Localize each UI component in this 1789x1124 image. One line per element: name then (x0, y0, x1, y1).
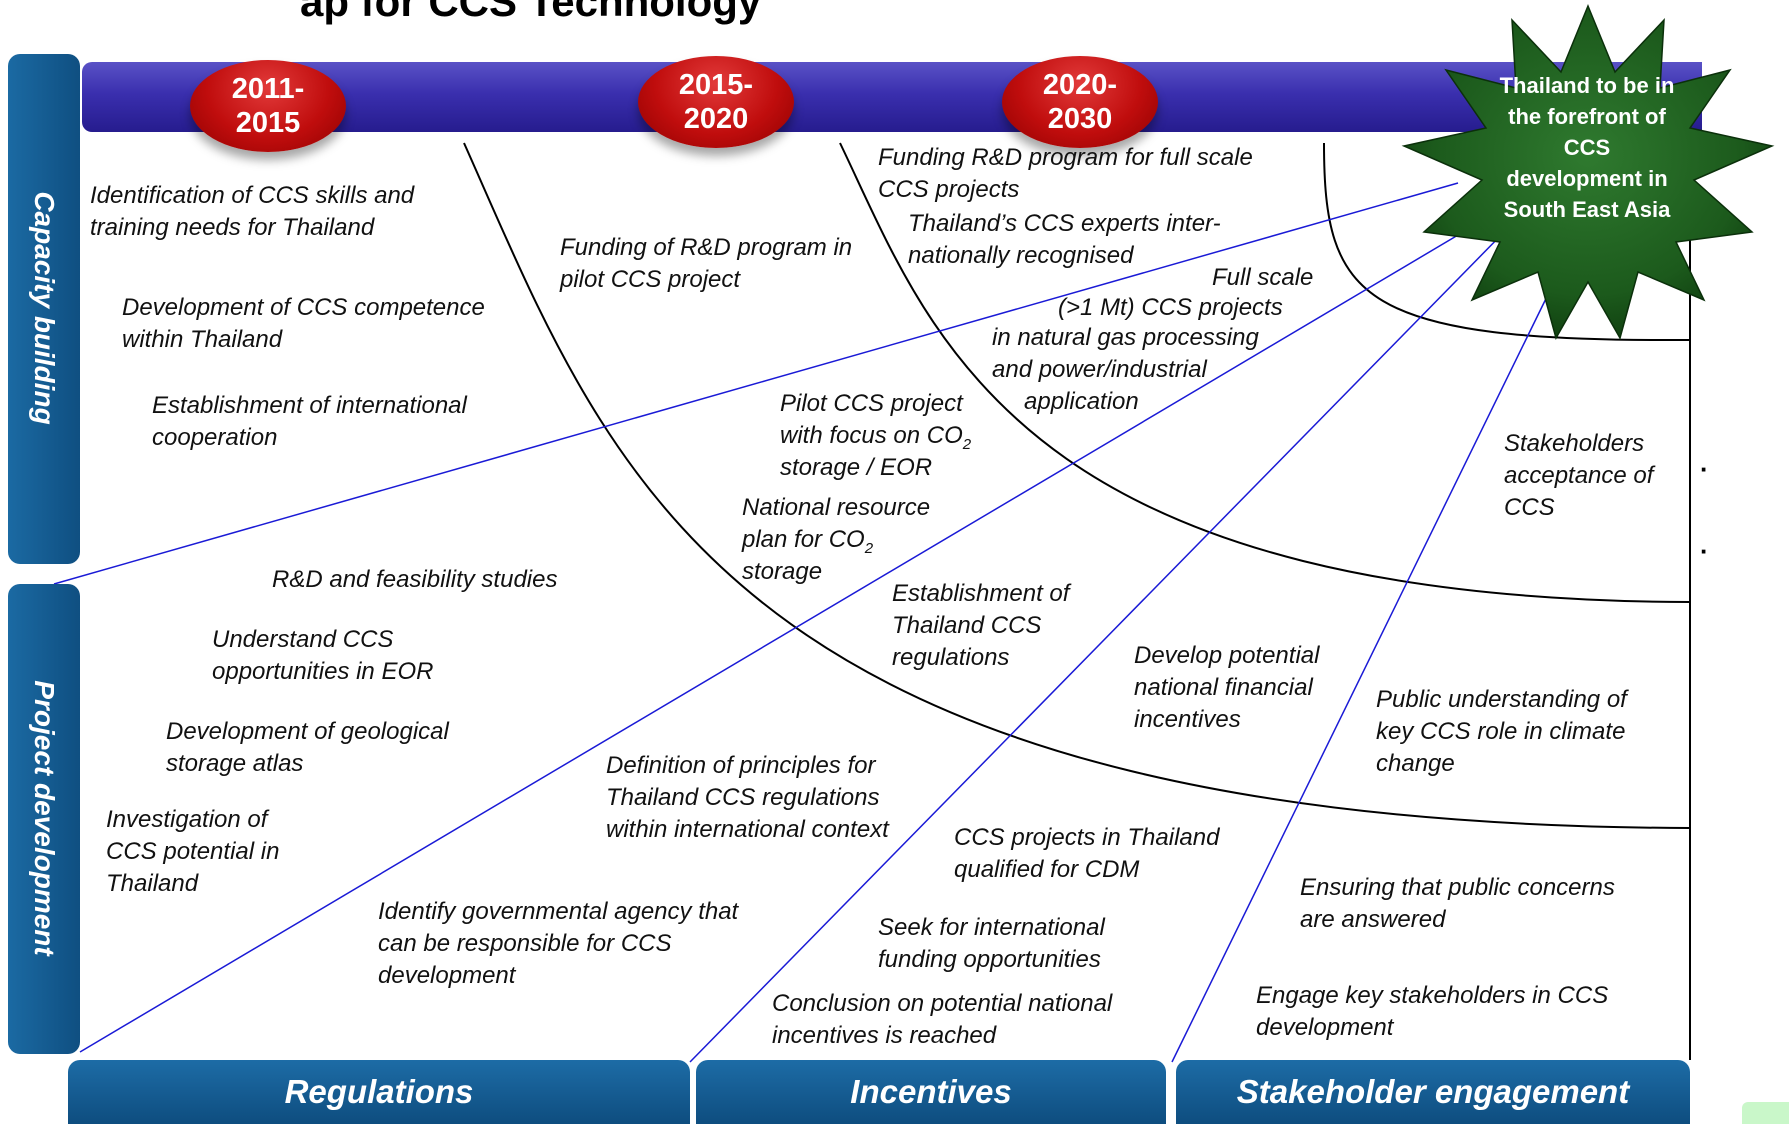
divider-incentives (689, 227, 1509, 1063)
text-engage: Engage key stakeholders in CCS developme… (1256, 982, 1609, 1041)
side-tab-project-development: Project development (8, 584, 80, 1054)
dot-marker-1: · (1700, 454, 1709, 484)
text-full-scale-2: (>1 Mt) CCS projects (1058, 294, 1283, 321)
text-concerns: Ensuring that public concerns are answer… (1300, 874, 1615, 933)
text-rnd: R&D and feasibility studies (272, 566, 558, 593)
text-experts: Thailand’s CCS experts inter- nationally… (908, 210, 1221, 269)
text-funding: Seek for international funding opportuni… (878, 914, 1105, 973)
text-competence: Development of CCS competence within Tha… (122, 294, 485, 353)
text-pilot-2-main: with focus on CO (780, 422, 963, 449)
text-full-scale-3: in natural gas processing (992, 324, 1259, 351)
text-understanding: Public understanding of key CCS role in … (1376, 686, 1627, 777)
side-label-capacity-building: Capacity building (29, 191, 60, 425)
text-resource-2-sub: 2 (864, 539, 874, 557)
text-definition: Definition of principles for Thailand CC… (606, 752, 889, 843)
corner-tab[interactable] (1742, 1102, 1789, 1124)
text-resource-2-main: plan for CO (742, 526, 865, 553)
goal-text: Thailand to be in the forefront of CCS d… (1499, 73, 1675, 222)
text-pilot-2: with focus on CO2 (780, 420, 971, 461)
text-investigation: Investigation of CCS potential in Thaila… (106, 806, 280, 897)
text-full-scale-4: and power/industrial (992, 356, 1207, 383)
text-resource-1: National resource (742, 494, 931, 521)
text-establishment: Establishment of Thailand CCS regulation… (892, 580, 1070, 671)
text-resource-3: storage (742, 558, 823, 585)
side-tab-capacity-building: Capacity building (8, 54, 80, 564)
text-agency: Identify governmental agency that can be… (378, 898, 739, 989)
text-funding-pilot: Funding of R&D program in pilot CCS proj… (560, 234, 853, 293)
dot-marker-2: · (1700, 536, 1709, 566)
bottom-tab-incentives: Incentives (696, 1060, 1166, 1124)
text-pilot-3: storage / EOR (780, 454, 933, 481)
period-2015-2020: 2015- 2020 (638, 56, 794, 148)
text-resource-2: plan for CO2 (742, 524, 873, 565)
text-full-scale-5: application (1024, 388, 1139, 415)
header-title: ap for CCS Technology (300, 0, 762, 25)
divider-regulations (79, 221, 1481, 1053)
divider-stakeholder (1171, 269, 1561, 1063)
text-develop: Develop potential national financial inc… (1134, 642, 1320, 733)
curve-2020 (839, 142, 1691, 603)
text-cdm: CCS projects in Thailand qualified for C… (954, 824, 1220, 883)
text-atlas: Development of geological storage atlas (166, 718, 449, 777)
text-acceptance: Stakeholders acceptance of CCS (1504, 430, 1654, 521)
text-identification: Identification of CCS skills and trainin… (90, 182, 415, 241)
timeline-bar (82, 62, 1702, 132)
period-2011-2015: 2011- 2015 (190, 60, 346, 152)
period-2020-2030: 2020- 2030 (1002, 56, 1158, 148)
text-full-scale-1: Full scale (1212, 264, 1314, 291)
text-cooperation: Establishment of international cooperati… (152, 392, 467, 451)
bottom-tab-stakeholder-engagement: Stakeholder engagement (1176, 1060, 1690, 1124)
bottom-tab-regulations: Regulations (68, 1060, 690, 1124)
text-funding-full: Funding R&D program for full scale CCS p… (878, 144, 1253, 203)
text-conclusion: Conclusion on potential national incenti… (772, 990, 1113, 1049)
goal-star-icon (1401, 4, 1775, 340)
curve-2015 (463, 142, 1691, 829)
text-eor: Understand CCS opportunities in EOR (212, 626, 434, 685)
curve-2030 (1323, 142, 1691, 342)
side-label-project-development: Project development (29, 680, 60, 956)
text-pilot-1: Pilot CCS project (780, 390, 963, 417)
divider-capacity (53, 182, 1459, 585)
text-pilot-2-sub: 2 (962, 435, 972, 453)
